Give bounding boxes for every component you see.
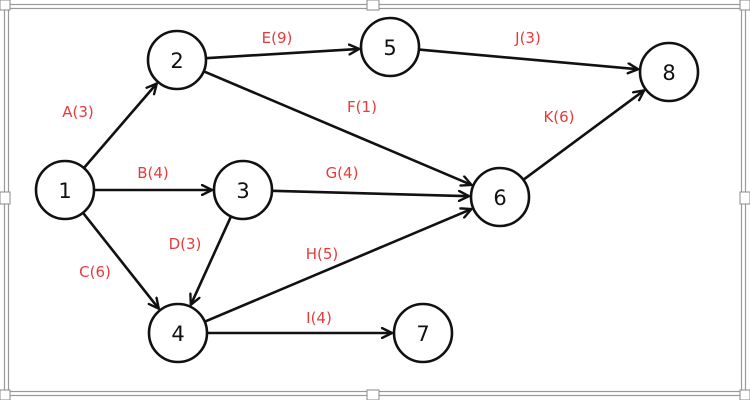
node-label-6: 6 [493,186,506,210]
node-7: 7 [392,302,454,364]
node-circle-7 [392,302,454,364]
resize-handle-bottom-left[interactable] [0,389,11,400]
node-label-1: 1 [58,179,71,203]
edge-label-4-7: I(4) [306,309,332,327]
edge-3-6 [271,189,469,196]
node-circle-8 [638,41,700,103]
node-1: 1 [34,159,96,221]
edge-2-6 [203,70,472,185]
edge-label-2-6: F(1) [347,98,377,116]
node-6: 6 [469,166,531,228]
resize-handle-left[interactable] [0,191,11,205]
node-label-3: 3 [236,179,249,203]
node-label-7: 7 [416,322,429,346]
resize-handle-right[interactable] [739,191,750,205]
resize-handle-top-right[interactable] [739,0,750,11]
edge-label-6-8: K(6) [543,108,574,126]
edge-label-3-4: D(3) [169,235,202,253]
resize-handle-bottom-right[interactable] [739,389,750,400]
node-label-5: 5 [383,36,396,60]
edges [81,48,644,333]
node-label-2: 2 [170,49,183,73]
node-label-4: 4 [171,322,184,346]
edge-3-4 [191,215,233,304]
node-circle-2 [146,29,208,91]
node-3: 3 [212,159,274,221]
resize-handle-top-left[interactable] [0,0,11,11]
node-label-8: 8 [662,61,675,85]
edge-label-5-8: J(3) [514,29,541,47]
node-circle-4 [147,302,209,364]
edge-label-1-3: B(4) [137,164,169,182]
node-circle-3 [212,159,274,221]
edge-6-8 [522,90,644,181]
edge-label-1-2: A(3) [62,103,94,121]
node-8: 8 [638,41,700,103]
resize-handle-top[interactable] [366,0,380,11]
edge-2-5 [205,49,359,60]
node-circle-6 [469,166,531,228]
node-4: 4 [147,302,209,364]
nodes: 1 2 3 4 5 6 7 8 [34,16,700,364]
node-2: 2 [146,29,208,91]
edge-label-1-4: C(6) [79,263,111,281]
edge-label-4-6: H(5) [306,245,339,263]
edge-labels: A(3) B(4) C(6) D(3) E(9) F(1) G(4) H(5) I(4) J(3)… [62,29,574,327]
node-circle-1 [34,159,96,221]
edge-label-3-6: G(4) [326,164,359,182]
edge-1-4 [81,211,159,309]
node-circle-5 [359,16,421,78]
resize-handle-bottom[interactable] [366,389,380,400]
edge-label-2-5: E(9) [262,29,293,47]
edge-1-2 [82,84,157,169]
edge-4-6 [204,209,472,323]
edge-5-8 [418,48,638,70]
node-5: 5 [359,16,421,78]
